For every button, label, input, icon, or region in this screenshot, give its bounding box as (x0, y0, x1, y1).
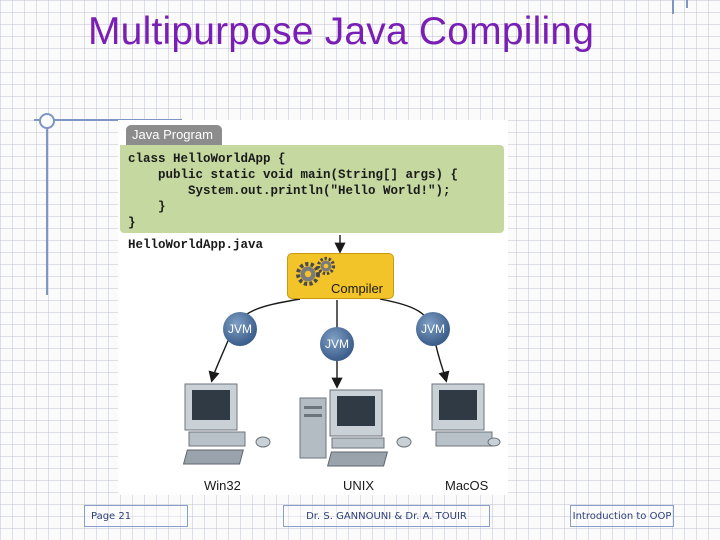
code-tab: Java Program (126, 125, 222, 145)
os-label-win32: Win32 (204, 478, 241, 493)
footer-author: Dr. S. GANNOUNI & Dr. A. TOUIR (283, 505, 490, 527)
deco-vertical-line (46, 115, 48, 295)
footer-course: Introduction to OOP (570, 505, 674, 527)
deco-top-right-2 (686, 0, 688, 8)
slide-title: Multipurpose Java Compiling (88, 10, 595, 53)
code-panel (120, 145, 504, 233)
code-line-2: public static void main(String[] args) { (128, 168, 459, 182)
footer-page: Page 21 (84, 505, 188, 527)
deco-horizontal-line (34, 119, 182, 121)
jvm-unix: JVM (320, 327, 354, 361)
deco-top-right (672, 0, 674, 14)
jvm-win32: JVM (223, 312, 257, 346)
compiler-label: Compiler (331, 281, 384, 296)
code-line-3: System.out.println("Hello World!"); (128, 184, 451, 198)
deco-ring (39, 113, 55, 129)
jvm-macos: JVM (416, 312, 450, 346)
code-line-1: class HelloWorldApp { (128, 152, 286, 166)
os-label-unix: UNIX (343, 478, 375, 493)
code-line-4: } (128, 200, 166, 214)
code-line-5: } (128, 216, 136, 230)
os-label-macos: MacOS (445, 478, 489, 493)
source-filename: HelloWorldApp.java (128, 238, 264, 252)
